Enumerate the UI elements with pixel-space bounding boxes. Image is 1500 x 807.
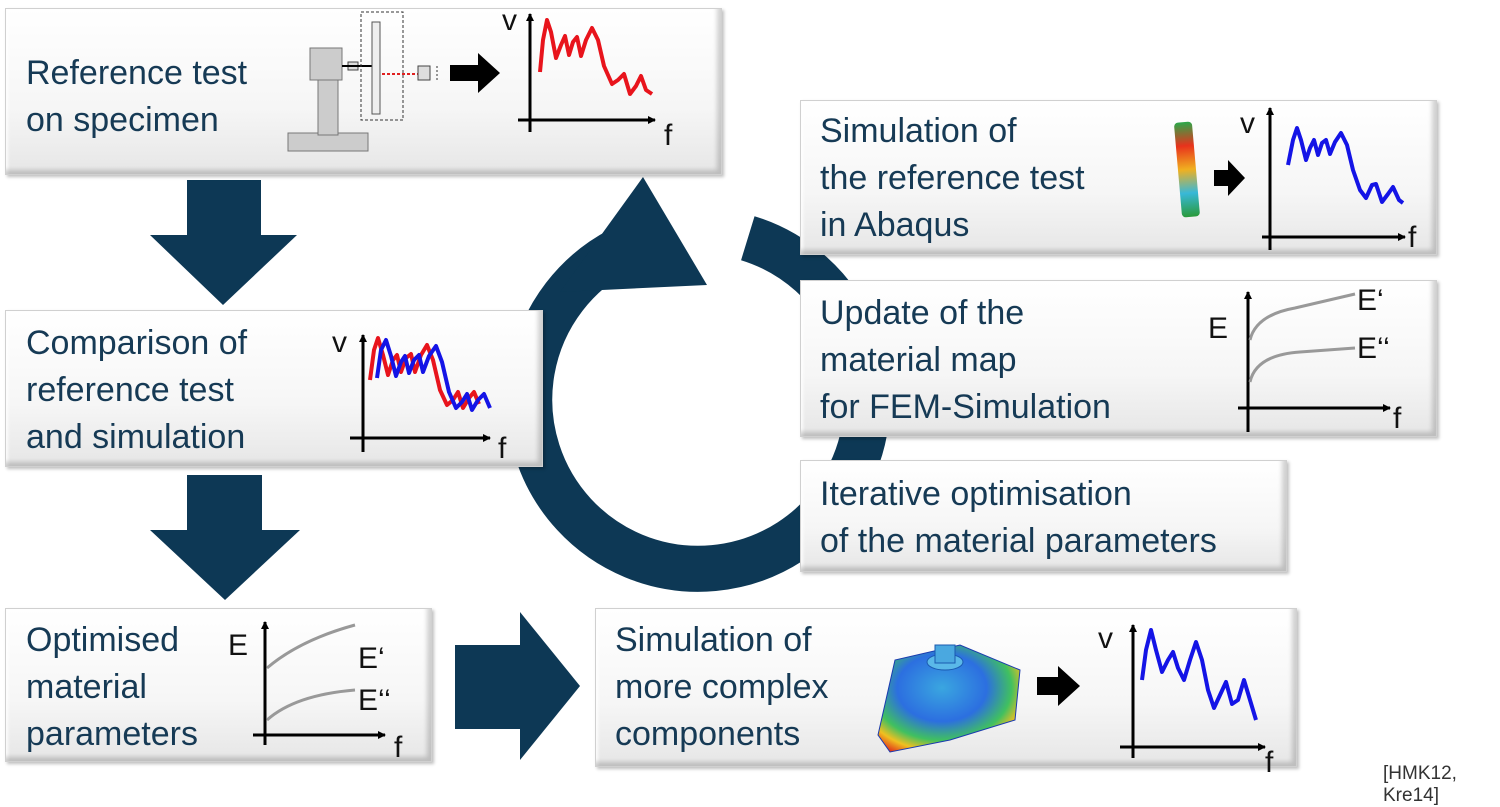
simulated-curve <box>1286 126 1405 205</box>
axis-label-f: f <box>664 119 673 152</box>
text-line: on specimen <box>26 101 219 139</box>
measured-curve <box>368 336 481 410</box>
text-line: material <box>26 668 147 706</box>
iterative-optimisation-label: Iterative optimisation of the material p… <box>820 471 1217 565</box>
text-line: material map <box>820 341 1017 379</box>
text-line: Optimised <box>26 621 180 659</box>
complex-component-illustration <box>877 644 1021 753</box>
storage-modulus-curve <box>1248 292 1356 341</box>
text-line: more complex <box>615 668 829 706</box>
loss-modulus-curve <box>266 688 356 722</box>
text-line: Update of the <box>820 294 1025 332</box>
box-simulation-reference <box>800 100 1437 255</box>
axis-label-v: v <box>332 326 347 359</box>
axis-label-f: f <box>498 432 507 465</box>
text-line: Reference test <box>26 54 248 92</box>
box-update-material-map <box>800 280 1437 437</box>
label-storage-modulus: E‘ <box>1357 284 1384 317</box>
measured-response-chart: v f <box>502 4 673 152</box>
material-map-chart: E f E‘ E‘‘ <box>1208 284 1402 435</box>
label-loss-modulus: E‘‘ <box>1357 332 1390 365</box>
text-line: Simulation of <box>615 621 812 659</box>
axis-label-f: f <box>394 731 403 764</box>
simulation-complex-label: Simulation of more complex components <box>615 617 829 758</box>
text-line: Simulation of <box>820 112 1017 150</box>
comparison-label: Comparison of reference test and simulat… <box>26 320 247 461</box>
text-line: Iterative optimisation <box>820 475 1132 513</box>
down-arrow-1 <box>150 180 297 305</box>
axis-label-f: f <box>1265 746 1274 779</box>
simulation-reference-label: Simulation of the reference test in Abaq… <box>820 108 1085 249</box>
text-line: components <box>615 715 801 753</box>
axis-label-v: v <box>1240 107 1255 140</box>
text-line: in Abaqus <box>820 206 970 244</box>
axis-label-E: E <box>1208 312 1228 345</box>
axis-label-f: f <box>1393 402 1402 435</box>
result-arrow-2 <box>1214 160 1245 196</box>
text-line: parameters <box>26 715 198 753</box>
loss-modulus-curve <box>1248 346 1356 383</box>
axis-label-E: E <box>228 629 248 662</box>
comparison-chart: v f <box>332 326 507 465</box>
label-loss-modulus: E‘‘ <box>358 684 391 717</box>
text-line: Comparison of <box>26 324 248 362</box>
box-iterative-optimisation <box>800 460 1287 572</box>
component-response-chart: v f <box>1098 622 1274 779</box>
fem-beam-illustration <box>1174 121 1200 218</box>
label-storage-modulus: E‘ <box>358 642 385 675</box>
test-rig-illustration <box>287 11 438 152</box>
optimised-parameters-label: Optimised material parameters <box>26 617 198 758</box>
measured-curve <box>538 18 654 96</box>
optimised-parameters-chart: E f E‘ E‘‘ <box>228 621 403 764</box>
storage-modulus-curve <box>266 623 356 670</box>
component-curve <box>1140 628 1258 721</box>
text-line: reference test <box>26 371 234 409</box>
simulated-response-chart: v f <box>1240 107 1417 254</box>
text-line: of the material parameters <box>820 522 1217 560</box>
text-line: and simulation <box>26 418 246 456</box>
simulated-curve <box>375 338 492 412</box>
text-line: the reference test <box>820 159 1085 197</box>
reference-test-label: Reference test on specimen <box>26 50 247 144</box>
down-arrow-2 <box>150 475 300 600</box>
axis-label-v: v <box>1098 622 1113 655</box>
update-material-map-label: Update of the material map for FEM-Simul… <box>820 290 1111 431</box>
axis-label-v: v <box>502 4 517 37</box>
text-line: for FEM-Simulation <box>820 388 1111 426</box>
result-arrow-3 <box>1037 666 1080 706</box>
axis-label-f: f <box>1408 221 1417 254</box>
box-comparison <box>5 310 543 467</box>
right-arrow <box>455 612 580 760</box>
result-arrow-1 <box>450 53 500 93</box>
